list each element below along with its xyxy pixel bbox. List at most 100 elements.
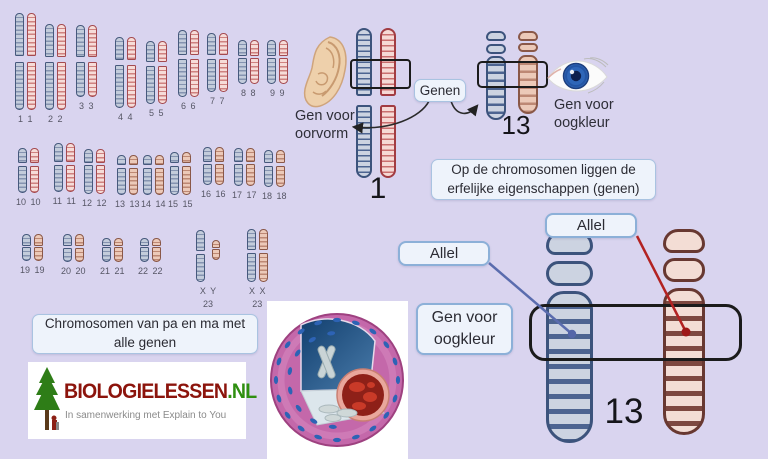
karyotype-pair-21-right [114, 238, 123, 262]
karyotype-pair-13-right [129, 155, 138, 195]
karyotype-pair-13-label: 13 13 [114, 199, 140, 209]
chromosome-13-blue-xlarge [546, 231, 593, 443]
chromosome-13-red-medium [518, 31, 538, 114]
karyotype-pair-14-right [155, 155, 164, 195]
karyotype-pair-12-label: 12 12 [81, 198, 107, 208]
gene-oogkleur-callout: Gen voor oogkleur [416, 303, 513, 355]
logo-subtitle: In samenwerking met Explain to You [65, 410, 227, 421]
karyotype-pair-10-label: 10 10 [15, 197, 41, 207]
info-callout: Op de chromosomen liggen de erfelijke ei… [431, 159, 656, 200]
karyotype-pair-16-left [203, 147, 212, 185]
gene-location-box-pair-13 [477, 61, 548, 88]
karyotype-pair-5-right [158, 41, 167, 104]
karyotype-pair-9-label: 9 9 [269, 88, 285, 98]
karyotype-pair-21-left [102, 238, 111, 262]
karyotype-pair-19-left [22, 234, 31, 261]
karyotype-pair-11-left [54, 143, 63, 192]
karyotype-pair-15-label: 15 15 [167, 199, 193, 209]
karyotype-pair-11-label: 11 11 [52, 196, 76, 206]
karyotype-pair-9-left [267, 40, 276, 84]
karyotype-pair-23-label: X Y [199, 286, 217, 296]
karyotype-pair-23-right [211, 240, 220, 260]
gene-location-box-pair-1 [350, 59, 411, 89]
karyotype-pair-20-right [75, 234, 84, 262]
allele-dot-blue [567, 329, 577, 339]
karyotype-pair-3-right [88, 25, 97, 97]
karyotype-pair-24-label: X X [248, 286, 266, 296]
karyotype-pair-17-left [234, 148, 243, 186]
karyotype-pair-3-left [76, 25, 85, 97]
karyotype-pair-18-right [276, 150, 285, 187]
karyotype-pair-2-left [45, 24, 54, 110]
chromosome-1-red-large [380, 28, 396, 178]
karyotype-pair-22-label: 22 22 [137, 266, 163, 276]
gene-location-box-pair-13-large [529, 304, 742, 361]
nucleolus [336, 368, 390, 422]
karyotype-pair-22-right [152, 238, 161, 262]
karyotype-pair-20-label: 20 20 [60, 266, 86, 276]
karyotype-pair-22-left [140, 238, 149, 262]
karyotype-pair-5-left [146, 41, 155, 104]
ear-gene-label: Gen voor oorvorm [295, 108, 355, 143]
karyotype-pair-10-right [30, 148, 39, 193]
karyotype-pair-12-left [84, 149, 93, 194]
karyotype-pair-10-left [18, 148, 27, 193]
cell-nucleus-illustration [267, 301, 408, 459]
karyotype-pair-4-right [127, 37, 136, 108]
karyotype-pair-1-left [15, 13, 24, 110]
karyotype-pair-7-label: 7 7 [209, 96, 225, 106]
karyotype-pair-23-sublabel: 23 [202, 299, 213, 309]
karyotype-pair-8-left [238, 40, 247, 84]
karyotype-pair-19-right [34, 234, 43, 261]
karyotype-pair-6-right [190, 30, 199, 97]
karyotype-pair-13-left [117, 155, 126, 195]
nuclear-chromosomes [317, 345, 358, 422]
genen-callout: Genen [414, 79, 466, 102]
karyotype-pair-24-right [259, 229, 268, 282]
karyotype-pair-4-left [115, 37, 124, 108]
karyotype-pair-11-right [66, 143, 75, 192]
pair-1-number: 1 [369, 172, 387, 205]
arrow-to-pair-1 [351, 100, 430, 134]
chromosome-13-red-xlarge [663, 229, 705, 435]
karyotype-pair-24-sublabel: 23 [252, 299, 263, 309]
pa-ma-callout: Chromosomen van pa en ma met alle genen [32, 314, 258, 354]
allel-callout-left: Allel [398, 241, 490, 266]
karyotype-pair-4-label: 4 4 [117, 112, 133, 122]
allele-pointer-blue [488, 262, 573, 335]
chromosome-13-blue-medium [486, 31, 506, 120]
karyotype-pair-23-left [196, 230, 205, 282]
karyotype-pair-19-label: 19 19 [19, 265, 45, 275]
nuclear-pores [273, 317, 401, 443]
karyotype-pair-21-label: 21 21 [99, 266, 125, 276]
allel-callout-top: Allel [545, 213, 637, 238]
eye-gene-label: Gen voor oogkleur [554, 97, 614, 132]
karyotype-pair-17-right [246, 148, 255, 186]
chromosome-1-blue-large [356, 28, 372, 178]
pair-13-large-number: 13 [604, 392, 644, 431]
arrow-to-pair-13 [450, 100, 479, 117]
karyotype-pair-7-left [207, 33, 216, 92]
karyotype-pair-8-label: 8 8 [240, 88, 256, 98]
karyotype-pair-15-right [182, 152, 191, 195]
karyotype-pair-2-label: 2 2 [47, 114, 63, 124]
karyotype-pair-15-left [170, 152, 179, 195]
karyotype-pair-8-right [250, 40, 259, 84]
karyotype-pair-18-label: 18 18 [261, 191, 287, 201]
ear-illustration [303, 36, 347, 108]
karyotype-pair-18-left [264, 150, 273, 187]
allele-dot-red [681, 327, 691, 337]
eye-illustration [547, 57, 609, 94]
allele-pointer-red [635, 235, 688, 333]
karyotype-pair-14-left [143, 155, 152, 195]
karyotype-pair-16-right [215, 147, 224, 185]
karyotype-pair-3-label: 3 3 [78, 101, 94, 111]
karyotype-pair-1-right [27, 13, 36, 110]
karyotype-pair-6-label: 6 6 [180, 101, 196, 111]
karyotype-pair-12-right [96, 149, 105, 194]
karyotype-pair-20-left [63, 234, 72, 262]
